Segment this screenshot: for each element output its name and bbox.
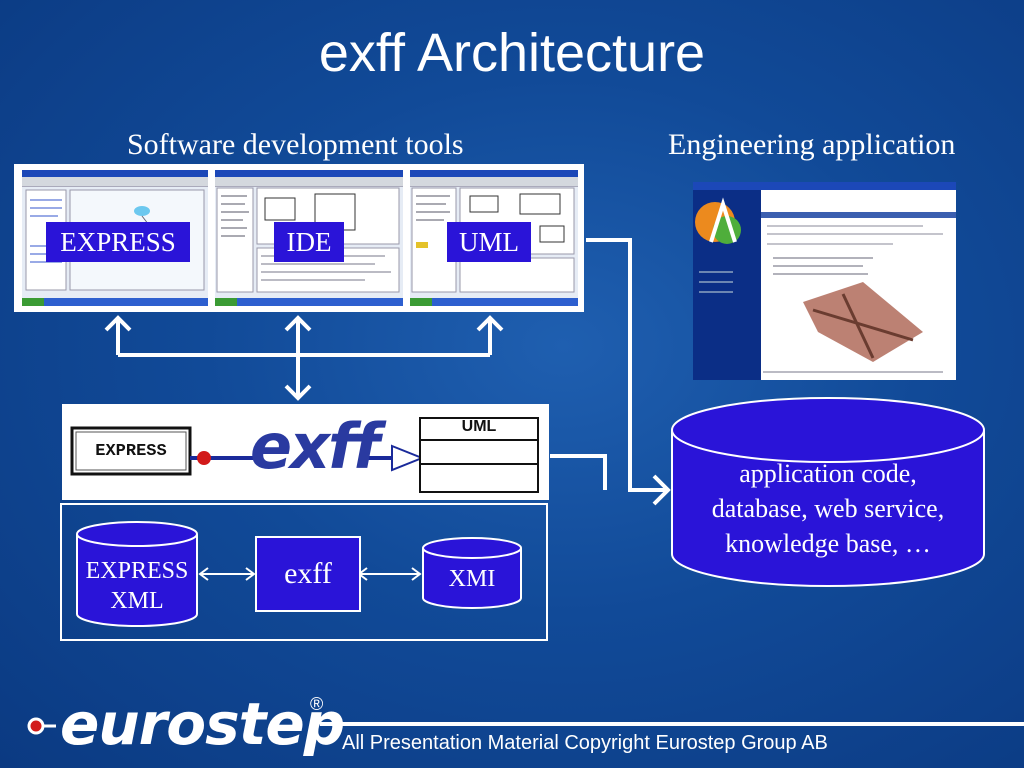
application-line2: database, web service, (711, 494, 945, 523)
ide-tool-label: IDE (274, 222, 344, 262)
logo-dot-icon (27, 717, 56, 735)
express-xml-cylinder (76, 521, 198, 627)
application-label: application code, database, web service,… (670, 456, 986, 561)
exff-logo-express-label: EXPRESS (95, 442, 167, 461)
exff-formats-box (60, 503, 548, 641)
exff-logo-panel: EXPRESS exff UML (62, 404, 549, 500)
dev-tools-screenshots: EXPRESS IDE UML (14, 164, 584, 312)
left-heading: Software development tools (127, 128, 464, 161)
exff-logo-text: exff (250, 410, 380, 483)
application-cylinder (671, 397, 985, 587)
registered-mark: ® (310, 694, 324, 714)
express-tool-label: EXPRESS (46, 222, 190, 262)
application-line1: application code, (739, 459, 917, 488)
application-line3: knowledge base, … (725, 529, 931, 558)
xmi-label: XMI (448, 566, 496, 592)
eurostep-logo: eurostep (60, 690, 345, 758)
engineering-app-screenshot (693, 182, 956, 380)
express-xml-label: EXPRESS XML (75, 556, 199, 616)
uml-tool-label: UML (447, 222, 531, 262)
express-xml-line1: EXPRESS (85, 558, 189, 584)
page-title: exff Architecture (318, 23, 706, 83)
xmi-cylinder (422, 537, 522, 609)
right-heading: Engineering application (668, 128, 956, 161)
express-xml-line2: XML (110, 588, 164, 614)
engineering-app-content-icon (693, 182, 956, 380)
exff-logo-uml-label: UML (461, 418, 497, 435)
exff-logo-graphic (70, 417, 539, 493)
copyright-text: All Presentation Material Copyright Euro… (342, 732, 828, 754)
exff-center-box: exff (255, 536, 361, 612)
